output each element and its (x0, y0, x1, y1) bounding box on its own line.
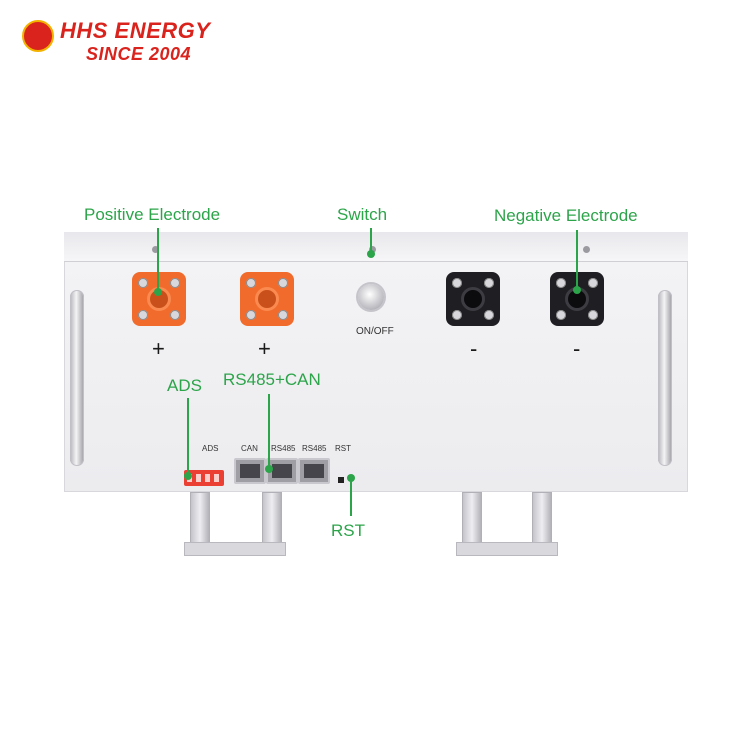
foot (262, 492, 282, 544)
callout-rst: RST (331, 521, 365, 540)
callout-switch: Switch (337, 205, 388, 224)
terminal-sign: + (258, 336, 271, 361)
left-handle (70, 290, 84, 466)
port-label-rs485-1: RS485 (271, 444, 296, 453)
port-label-rst: RST (335, 444, 351, 453)
bolt-icon (278, 278, 288, 288)
bolt-icon (246, 310, 256, 320)
callout-dot (265, 465, 273, 473)
bolt-icon (556, 278, 566, 288)
bolt-icon (138, 278, 148, 288)
callout-dot (184, 472, 192, 480)
callout-line (576, 230, 578, 290)
terminal-sign: - (470, 336, 478, 361)
callout-line (187, 398, 189, 476)
bolt-icon (588, 310, 598, 320)
foot (532, 492, 552, 544)
power-switch-button[interactable] (358, 284, 384, 310)
can-port[interactable] (234, 458, 266, 484)
screw-icon (369, 246, 376, 253)
callout-dot (573, 286, 581, 294)
bolt-icon (452, 278, 462, 288)
positive-terminal-1 (132, 272, 186, 326)
callout-dot (367, 250, 375, 258)
bolt-icon (138, 310, 148, 320)
foot (462, 492, 482, 544)
bolt-icon (484, 310, 494, 320)
rst-button[interactable] (338, 477, 344, 483)
bolt-icon (278, 310, 288, 320)
screw-icon (583, 246, 590, 253)
callout-line (370, 228, 372, 254)
port-label-ads: ADS (202, 444, 219, 453)
callout-line (350, 478, 352, 516)
foot (190, 492, 210, 544)
port-label-rs485-2: RS485 (302, 444, 327, 453)
right-handle (658, 290, 672, 466)
callout-line (268, 394, 270, 468)
bolt-icon (170, 310, 180, 320)
negative-terminal-1 (446, 272, 500, 326)
callout-line (157, 228, 159, 292)
foot-base (184, 542, 286, 556)
callout-negative-electrode: Negative Electrode (494, 206, 638, 225)
brand-tagline: SINCE 2004 (86, 44, 192, 64)
bolt-icon (588, 278, 598, 288)
switch-label: ON/OFF (356, 326, 394, 337)
callout-dot (347, 474, 355, 482)
callout-rs485-can: RS485+CAN (223, 370, 321, 389)
terminal-core (255, 287, 279, 311)
bolt-icon (170, 278, 180, 288)
terminal-core (461, 287, 485, 311)
bolt-icon (556, 310, 566, 320)
terminal-sign: + (152, 336, 165, 361)
bolt-icon (484, 278, 494, 288)
terminal-sign: - (573, 336, 581, 361)
port-label-can: CAN (241, 444, 258, 453)
callout-ads: ADS (167, 376, 202, 395)
rs485-port-2[interactable] (298, 458, 330, 484)
bolt-icon (452, 310, 462, 320)
positive-terminal-2 (240, 272, 294, 326)
callout-dot (154, 288, 162, 296)
callout-positive-electrode: Positive Electrode (84, 205, 221, 224)
brand-title: HHS ENERGY (60, 18, 211, 43)
bolt-icon (246, 278, 256, 288)
brand-logo-icon (22, 20, 54, 52)
foot-base (456, 542, 558, 556)
screw-icon (152, 246, 159, 253)
